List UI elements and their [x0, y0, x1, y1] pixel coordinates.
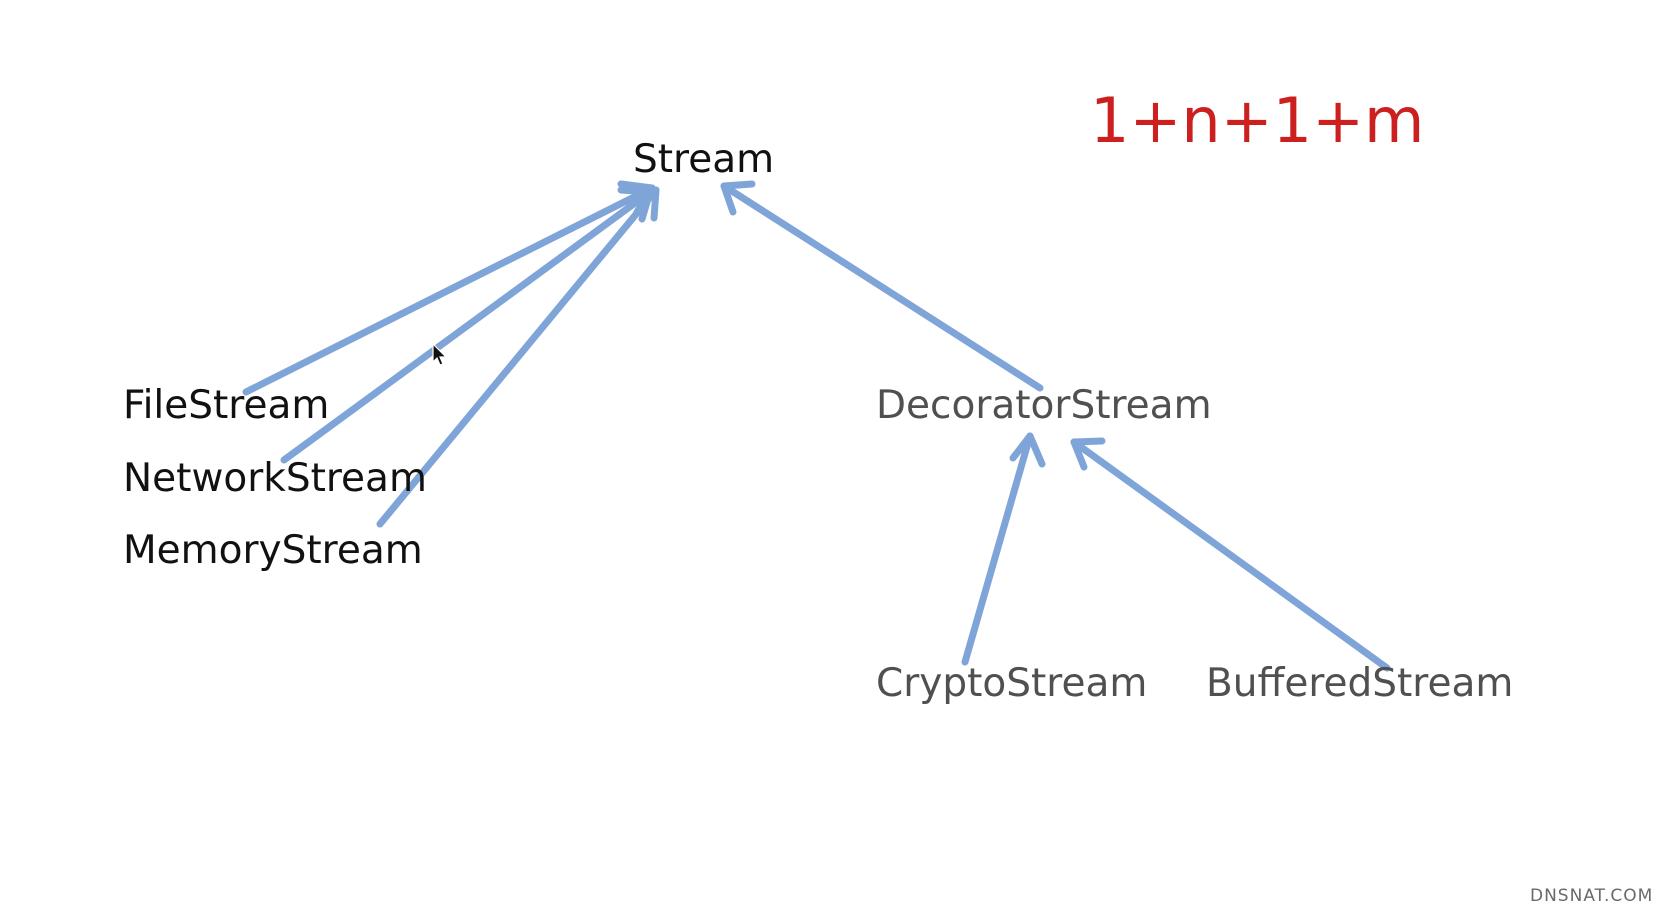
watermark: DNSNAT.COM	[1530, 886, 1654, 906]
node-cryptostream: CryptoStream	[876, 661, 1148, 706]
node-bufferedstream: BufferedStream	[1206, 661, 1514, 706]
node-decoratorstream: DecoratorStream	[876, 383, 1212, 428]
complexity-formula: 1+n+1+m	[1090, 84, 1425, 157]
node-stream: Stream	[633, 137, 775, 182]
arrow-bufferedstream-to-decoratorstream	[1070, 437, 1391, 672]
arrow-filestream-to-stream	[242, 180, 656, 396]
mouse-cursor-icon	[432, 343, 448, 366]
node-filestream: FileStream	[123, 383, 330, 428]
arrow-decoratorstream-to-stream	[720, 180, 1044, 392]
arrow-cryptostream-to-decoratorstream	[961, 432, 1046, 666]
node-networkstream: NetworkStream	[123, 456, 427, 501]
node-memorystream: MemoryStream	[123, 528, 423, 573]
arrow-memorystream-to-stream	[376, 186, 660, 528]
